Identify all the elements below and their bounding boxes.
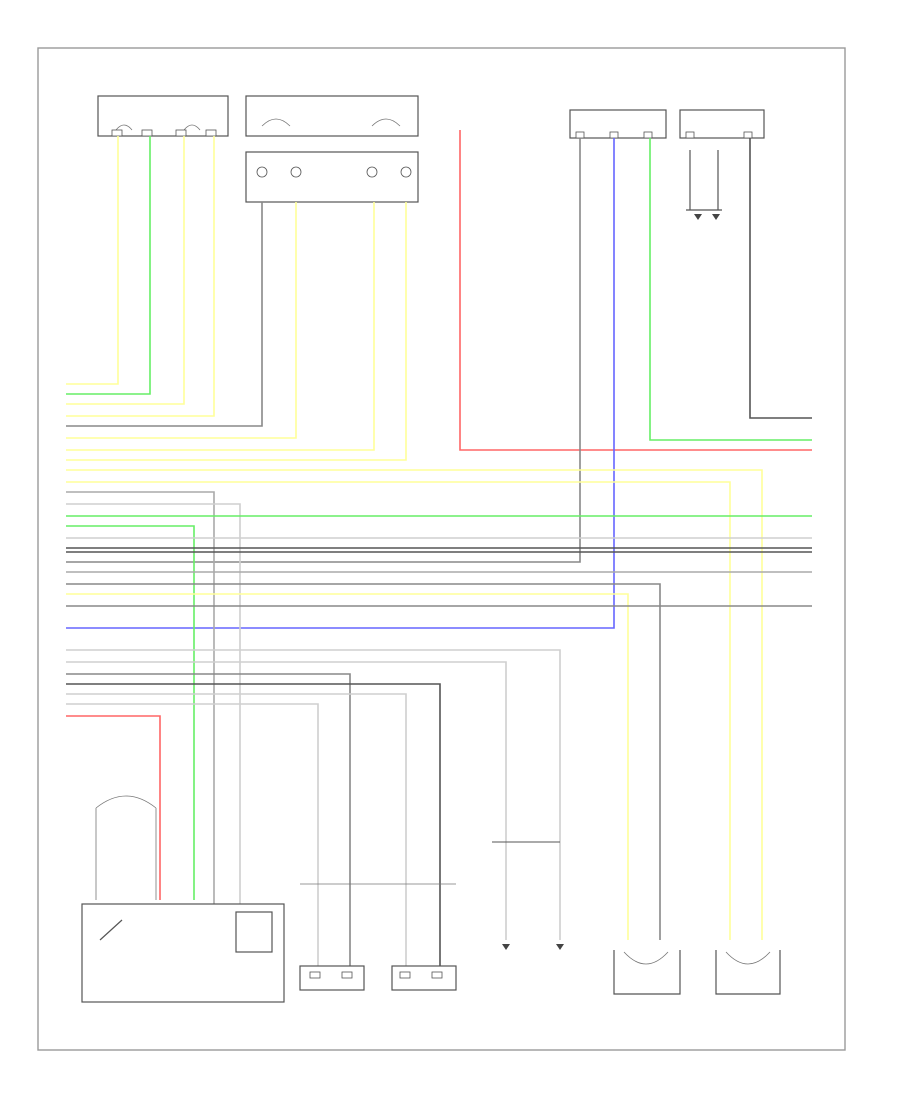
component-bottom-left bbox=[81, 795, 285, 1003]
component-bottom-mid-b bbox=[391, 965, 457, 991]
component-bottom-right-b bbox=[715, 950, 781, 995]
component-top-middle bbox=[245, 95, 419, 203]
wires-top-vertical bbox=[66, 130, 812, 629]
wires-horizontal-bus bbox=[66, 469, 812, 966]
component-top-right-b bbox=[679, 109, 765, 139]
component-bottom-right-a bbox=[613, 950, 681, 995]
component-bottom-mid-a bbox=[299, 965, 365, 991]
component-top-left bbox=[97, 95, 229, 137]
ground-symbol-icon bbox=[694, 214, 720, 220]
ground-symbol-icon bbox=[502, 944, 564, 950]
component-top-right-a bbox=[569, 109, 667, 139]
switch-contact-icon bbox=[99, 919, 123, 941]
diagram-frame bbox=[37, 47, 846, 1051]
ground-bottom-center bbox=[492, 841, 564, 950]
ground-top-right bbox=[686, 150, 722, 220]
